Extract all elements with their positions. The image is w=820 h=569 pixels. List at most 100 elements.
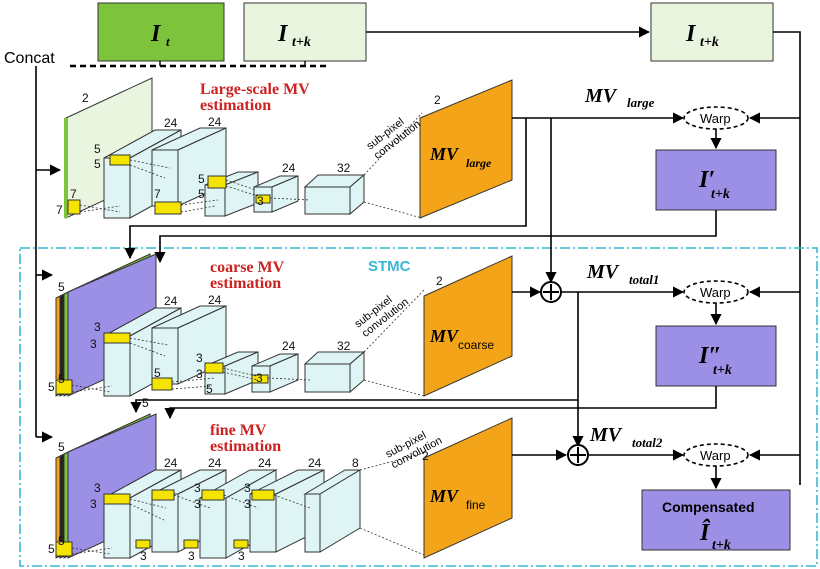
frame-itk-label: I	[277, 21, 289, 47]
i-prime-box: I′ t+k	[655, 149, 777, 211]
branch-coarse: coarse MV estimation	[48, 253, 513, 410]
coarse-num: 3	[94, 320, 101, 334]
stmc-label: STMC	[368, 258, 411, 275]
warp-node-2: Warp	[683, 280, 749, 304]
i-hat-label: Î	[699, 519, 711, 546]
large-num: 24	[164, 116, 178, 130]
frame-itk-right-sub: t+k	[700, 35, 719, 50]
fine-num: 5	[58, 534, 65, 548]
coarse-num: 3	[196, 351, 203, 365]
fine-num: 24	[208, 456, 222, 470]
warp-label-1: Warp	[700, 111, 731, 126]
coarse-num-mv: 2	[436, 274, 443, 288]
fine-title-2: estimation	[210, 438, 281, 455]
stmc-frame	[19, 247, 818, 567]
compensated-label: Compensated	[662, 499, 755, 515]
coarse-title-2: estimation	[210, 275, 281, 292]
large-num: 7	[70, 187, 77, 201]
fine-num: 3	[94, 481, 101, 495]
large-title-2: estimation	[200, 97, 271, 114]
large-num: 7	[56, 203, 63, 217]
i-prime-sub: t+k	[711, 187, 730, 202]
coarse-num: 24	[164, 294, 178, 308]
frame-itk-right: I t+k	[650, 2, 774, 62]
mv-large-sub: large	[627, 95, 655, 110]
coarse-mv-label: MV	[429, 326, 460, 346]
frame-itk-right-label: I	[685, 21, 697, 47]
fine-mv-sub: fine	[466, 498, 486, 512]
fine-num: 3	[188, 549, 195, 563]
large-num: 32	[337, 161, 351, 175]
coarse-num: 3	[90, 337, 97, 351]
fine-num: 3	[194, 497, 201, 511]
i-dprime-box: I″ t+k	[655, 325, 777, 387]
compensated-box: Compensated Î t+k	[641, 489, 791, 553]
large-mv-label: MV	[429, 144, 460, 164]
frame-it: I t	[97, 2, 225, 62]
warp-node-3: Warp	[683, 443, 749, 467]
warp-node-1: Warp	[683, 106, 749, 130]
mv-total2-sub: total2	[632, 435, 663, 450]
coarse-num: 3	[256, 371, 263, 385]
frame-it-label: I	[150, 21, 162, 47]
fine-mv-label: MV	[429, 486, 460, 506]
coarse-num: 24	[282, 339, 296, 353]
coarse-num: 5	[58, 280, 65, 294]
i-hat-sub: t+k	[712, 538, 731, 553]
coarse-num: 5	[206, 382, 213, 396]
coarse-num: 5	[154, 366, 161, 380]
mv-total1-sub: total1	[629, 272, 659, 287]
large-title-1: Large-scale MV	[200, 81, 310, 98]
large-num: 3	[257, 194, 264, 208]
large-num: 24	[208, 115, 222, 129]
frame-itk: I t+k	[243, 2, 367, 62]
frame-it-sub: t	[166, 34, 170, 49]
fine-num: 3	[238, 549, 245, 563]
mv-total2-label: MV total2	[589, 424, 663, 450]
sum-node-1	[540, 281, 562, 303]
mv-large-label: MV large	[584, 85, 655, 110]
coarse-num: 3	[196, 367, 203, 381]
branch-large: Large-scale MV estimation 2	[56, 77, 513, 219]
coarse-title-1: coarse MV	[210, 259, 285, 276]
large-num: 24	[282, 161, 296, 175]
fine-num: 3	[244, 481, 251, 495]
large-num-2: 2	[82, 91, 89, 105]
large-num: 5	[94, 142, 101, 156]
fine-title-1: fine MV	[210, 422, 267, 439]
coarse-num: 24	[208, 293, 222, 307]
large-num-mv: 2	[434, 93, 441, 107]
i-dprime-sub: t+k	[713, 363, 732, 378]
branch-fine: fine MV estimation	[48, 413, 513, 563]
fine-num: 3	[140, 549, 147, 563]
fine-num: 3	[194, 481, 201, 495]
fine-num: 3	[244, 497, 251, 511]
coarse-num: 5	[142, 396, 149, 410]
mv-large-main: MV	[584, 85, 618, 107]
coarse-mv-sub: coarse	[458, 338, 494, 352]
large-num: 5	[198, 172, 205, 186]
warp-label-3: Warp	[700, 448, 731, 463]
i-dprime-label: I″	[698, 343, 722, 369]
frame-itk-sub: t+k	[292, 35, 311, 50]
coarse-num: 5	[48, 380, 55, 394]
coarse-num: 5	[58, 372, 65, 386]
coarse-num: 32	[337, 339, 351, 353]
large-num: 5	[94, 157, 101, 171]
fine-num: 24	[258, 456, 272, 470]
fine-num: 3	[90, 497, 97, 511]
mv-total2-main: MV	[589, 424, 623, 446]
sum-node-2	[567, 444, 589, 466]
i-prime-label: I′	[698, 167, 715, 193]
fine-num: 5	[58, 440, 65, 454]
mv-total1-label: MV total1	[586, 261, 659, 287]
large-num: 5	[198, 187, 205, 201]
large-mv-sub: large	[466, 156, 492, 170]
large-num: 7	[154, 187, 161, 201]
concat-label: Concat	[4, 50, 55, 67]
fine-num-mv: 2	[422, 449, 429, 463]
fine-num: 8	[352, 456, 359, 470]
warp-label-2: Warp	[700, 285, 731, 300]
fine-num: 24	[164, 456, 178, 470]
